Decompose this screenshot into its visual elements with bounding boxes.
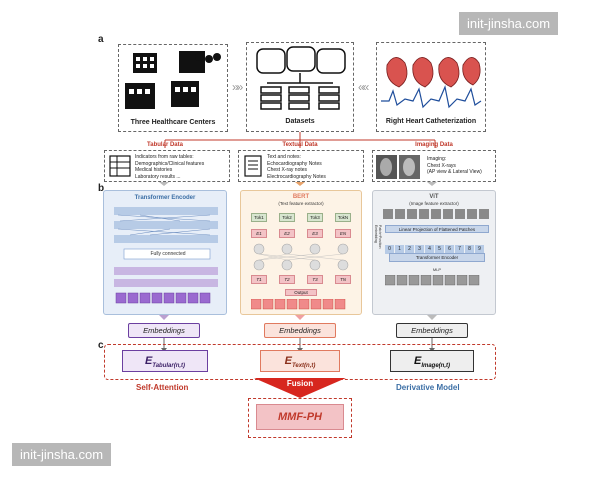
token-box: Tok2 [279, 213, 295, 222]
self-attention-label: Self-Attention [136, 383, 189, 392]
tabular-data-box: Indicators from raw tables: Demographics… [104, 150, 230, 182]
hospital-icon [125, 51, 221, 109]
image-patches [383, 209, 489, 219]
embedding-token: EN [335, 229, 351, 238]
patch-number: 0 [385, 245, 394, 254]
watermark: init-jinsha.com [12, 443, 112, 466]
tabular-line: Laboratory results ... [135, 173, 181, 180]
vit-subtitle: (Image feature extractor) [409, 201, 459, 206]
patch-number: 6 [445, 245, 454, 254]
textual-line: Text and notes: [267, 154, 301, 160]
catheterization-box: Right Heart Catheterization [376, 42, 486, 132]
output-box: Output [285, 289, 317, 296]
text-embeddings: Embeddings [264, 323, 336, 338]
model-box: MMF-PH [256, 404, 344, 430]
token-box: TokN [335, 213, 351, 222]
bert-network [253, 243, 349, 271]
healthcare-caption: Three Healthcare Centers [130, 119, 216, 126]
transformer-title: Transformer Encoder [134, 195, 196, 201]
imaging-line: Chest X-rays [427, 162, 456, 169]
imaging-line: Imaging: [427, 156, 447, 162]
database-icon [256, 46, 346, 110]
panel-label-b: b [98, 183, 105, 194]
vit-output-vector [385, 275, 480, 286]
datasets-caption: Datasets [285, 118, 315, 125]
cath-caption: Right Heart Catheterization [385, 118, 477, 125]
chevron-left-icon: «« [358, 80, 369, 94]
document-icon [244, 155, 262, 177]
bert-title: BERT [292, 194, 310, 200]
tabular-embeddings: Embeddings [128, 323, 200, 338]
textual-line: Echocardiography Notes [267, 160, 322, 167]
derivative-model-label: Derivative Model [396, 383, 460, 392]
patch-number: 8 [465, 245, 474, 254]
section-textual: Textual Data [282, 142, 318, 148]
image-fusion-sub: Image(n,t) [421, 363, 450, 370]
output-token: T3 [307, 275, 323, 284]
transformer-diagram [114, 207, 218, 304]
output-token: T2 [279, 275, 295, 284]
heart-icon [381, 57, 482, 109]
embedding-token: E2 [279, 229, 295, 238]
imaging-data-box: Imaging: Chest X-rays (AP view & Lateral… [372, 150, 496, 182]
section-imaging: Imaging Data [415, 142, 453, 148]
panel-label-c: c [98, 340, 104, 351]
chevron-right-icon: »» [232, 80, 243, 94]
token-box: Tok3 [307, 213, 323, 222]
text-fusion-input: EText(n,t) [260, 350, 340, 372]
bert-subtitle: (Text feature extractor) [278, 201, 324, 206]
watermark: init-jinsha.com [459, 12, 559, 35]
vit-title: ViT [429, 194, 439, 200]
patch-embedding-label: Patch+Position Embedding [374, 225, 382, 249]
panel-label-a: a [98, 34, 104, 45]
tabular-line: Indicators from raw tables: [135, 154, 194, 160]
textual-line: Electrocardiography Notes [267, 173, 326, 180]
patch-number: 9 [475, 245, 484, 254]
patch-number: 4 [425, 245, 434, 254]
image-fusion-main: E [413, 355, 422, 367]
patch-number: 3 [415, 245, 424, 254]
fully-connected-label: Fully connected [150, 251, 186, 257]
tabular-fusion-input: ETabular(n,t) [122, 350, 208, 372]
patch-number: 1 [395, 245, 404, 254]
vit-box: ViT (Image feature extractor) Patch+Posi… [372, 190, 496, 315]
output-token: TN [335, 275, 351, 284]
fusion-label: Fusion [286, 379, 314, 388]
patch-number: 5 [435, 245, 444, 254]
bert-box: BERT (Text feature extractor) Tok1 Tok2 … [240, 190, 362, 315]
image-embeddings: Embeddings [396, 323, 468, 338]
token-box: Tok1 [251, 213, 267, 222]
xray-icon [376, 155, 420, 179]
vit-encoder-box: Transformer Encoder [389, 253, 485, 262]
healthcare-centers-box: Three Healthcare Centers [118, 44, 228, 132]
text-fusion-main: E [284, 355, 292, 367]
textual-line: Chest X-ray notes [267, 167, 308, 173]
image-fusion-input: EImage(n,t) [390, 350, 474, 372]
tabular-fusion-sub: Tabular(n,t) [152, 363, 186, 370]
datasets-box: Datasets [246, 42, 354, 132]
patch-number: 7 [455, 245, 464, 254]
imaging-line: (AP view & Lateral View) [427, 169, 482, 175]
linear-projection-box: Linear Projection of Flattened Patches [385, 225, 489, 233]
embedding-token: E1 [251, 229, 267, 238]
transformer-encoder-box: Transformer Encoder Fully connected [103, 190, 227, 315]
model-outer-box [248, 398, 352, 438]
fusion-arrow [254, 378, 346, 398]
text-fusion-sub: Text(n,t) [291, 363, 316, 370]
mlp-label: MLP [432, 267, 442, 272]
textual-data-box: Text and notes: Echocardiography Notes C… [238, 150, 364, 182]
embedding-token: E3 [307, 229, 323, 238]
tabular-fusion-main: E [144, 355, 153, 367]
section-tabular: Tabular Data [147, 142, 183, 148]
table-icon [109, 155, 131, 177]
output-vector [251, 299, 346, 310]
patch-number: 2 [405, 245, 414, 254]
output-token: T1 [251, 275, 267, 284]
tabular-line: Demographics/Clinical features [135, 160, 205, 167]
tabular-line: Medical histories [135, 167, 173, 173]
